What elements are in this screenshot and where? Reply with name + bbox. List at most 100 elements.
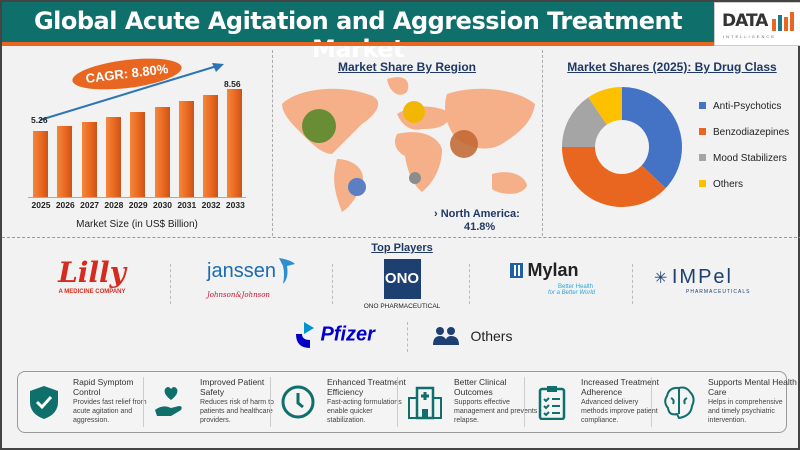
jnj-wordmark: Johnson&Johnson bbox=[207, 291, 270, 299]
mylan-tagline: Better Health bbox=[558, 284, 594, 290]
pfizer-wordmark: Pfizer bbox=[320, 323, 375, 346]
datam-logo: DATA INTELLIGENCE bbox=[714, 2, 800, 46]
legend-label: Others bbox=[713, 179, 744, 190]
divider bbox=[332, 264, 333, 304]
slice-anti-psychotics bbox=[622, 87, 682, 189]
bar-2029 bbox=[130, 112, 146, 197]
year-label: 2033 bbox=[225, 200, 245, 210]
janssen-swoosh-icon bbox=[279, 258, 295, 284]
slice-others bbox=[588, 87, 622, 125]
divider bbox=[524, 377, 525, 427]
people-icon bbox=[433, 327, 459, 345]
logo-text: DATA bbox=[722, 11, 768, 31]
benefit-title: Better Clinical Outcomes bbox=[454, 377, 507, 397]
divider bbox=[469, 264, 470, 304]
shield-check-icon bbox=[30, 386, 58, 419]
impel-sub: PHARMACEUTICALS bbox=[686, 289, 751, 295]
divider bbox=[397, 377, 398, 427]
benefit-title: Enhanced Treatment Efficiency bbox=[327, 377, 406, 397]
year-label: 2031 bbox=[177, 200, 197, 210]
page-title: Global Acute Agitation and Aggression Tr… bbox=[33, 7, 683, 63]
others-label: Others bbox=[470, 328, 513, 344]
north-america-bubble bbox=[302, 109, 336, 143]
divider bbox=[270, 377, 271, 427]
heart-hand-icon bbox=[155, 387, 182, 416]
impel-logo: ✳ IMPel PHARMACEUTICALS bbox=[654, 266, 764, 295]
legend-swatch bbox=[699, 154, 706, 161]
benefit-desc: Provides fast relief from acute agitatio… bbox=[73, 399, 147, 424]
clipboard-checklist-icon bbox=[538, 386, 566, 420]
clock-icon bbox=[281, 385, 315, 419]
divider bbox=[272, 50, 273, 236]
chart-title: Market Size (in US$ Billion) bbox=[76, 219, 198, 230]
slice-mood-stabilizers bbox=[562, 97, 607, 147]
last-value-label: 8.56 bbox=[224, 79, 241, 89]
benefit-desc: Reduces risk of harm to patients and hea… bbox=[200, 399, 274, 424]
bar-2025 bbox=[33, 130, 48, 197]
legend-item: Others bbox=[699, 179, 743, 190]
lilly-tagline: A MEDICINE COMPANY bbox=[58, 289, 126, 295]
janssen-logo: janssen Johnson&Johnson bbox=[207, 258, 302, 299]
asia-pacific-bubble bbox=[450, 130, 478, 158]
benefit-title: Improved Patient Safety bbox=[200, 377, 265, 397]
pfizer-logo: Pfizer bbox=[292, 320, 382, 350]
mylan-logo: Mylan Better Health for a Better World bbox=[510, 260, 620, 296]
divider bbox=[542, 50, 543, 236]
divider bbox=[407, 322, 408, 352]
year-label: 2030 bbox=[153, 200, 172, 210]
brain-icon bbox=[664, 386, 695, 420]
header-banner: Global Acute Agitation and Aggression Tr… bbox=[2, 2, 800, 63]
drug-class-donut bbox=[562, 87, 682, 207]
benefit-desc: Fast-acting formulations enable quicker … bbox=[327, 399, 402, 424]
first-value-label: 5.26 bbox=[31, 115, 48, 125]
bar-2033 bbox=[227, 89, 243, 197]
year-label: 2029 bbox=[128, 200, 148, 210]
logo-subtext: INTELLIGENCE bbox=[723, 34, 776, 39]
mylan-wordmark: Mylan bbox=[527, 260, 579, 280]
mylan-mark-icon bbox=[510, 263, 523, 278]
bar-2032 bbox=[203, 95, 219, 197]
bar-2028 bbox=[105, 117, 121, 197]
divider bbox=[170, 264, 171, 304]
hospital-icon bbox=[408, 386, 442, 420]
divider bbox=[143, 377, 144, 427]
benefit-title: Increased Treatment Adherence bbox=[581, 377, 659, 397]
year-label: 2027 bbox=[80, 200, 100, 210]
benefit-title: Supports Mental Health Care bbox=[708, 377, 797, 397]
latin-america-bubble bbox=[348, 178, 366, 196]
mylan-tagline-2: for a Better World bbox=[548, 290, 596, 296]
legend-swatch bbox=[699, 102, 706, 109]
top-players-title: Top Players bbox=[371, 242, 433, 254]
growth-arrow-icon bbox=[39, 63, 224, 121]
divider bbox=[632, 264, 633, 304]
logo-bars-icon bbox=[772, 12, 794, 31]
benefit-title: Rapid Symptom Control bbox=[73, 377, 134, 397]
legend-swatch bbox=[699, 180, 706, 187]
europe-bubble bbox=[403, 101, 425, 123]
lilly-wordmark: Lilly bbox=[58, 256, 126, 289]
benefit-desc: Helps in comprehensive and timely psychi… bbox=[708, 399, 783, 424]
janssen-wordmark: janssen bbox=[207, 260, 276, 282]
lilly-logo: Lilly A MEDICINE COMPANY bbox=[42, 256, 142, 295]
year-label: 2025 bbox=[31, 200, 51, 210]
header-stripe bbox=[2, 42, 714, 46]
legend-label: Mood Stabilizers bbox=[713, 153, 787, 164]
year-label: 2026 bbox=[55, 200, 75, 210]
pfizer-pill-icon bbox=[296, 322, 314, 348]
bar-2030 bbox=[154, 107, 170, 197]
slice-benzodiazepines bbox=[562, 147, 666, 207]
section-divider bbox=[2, 237, 800, 238]
greenland-shape bbox=[387, 77, 409, 95]
drug-class-title: Market Shares (2025): By Drug Class bbox=[567, 60, 777, 74]
bar-2027 bbox=[81, 122, 97, 197]
year-label: 2032 bbox=[201, 200, 221, 210]
year-label: 2028 bbox=[104, 200, 124, 210]
australia-shape bbox=[492, 172, 527, 194]
impel-wordmark: IMPel bbox=[671, 266, 733, 288]
bar-2026 bbox=[57, 126, 73, 197]
